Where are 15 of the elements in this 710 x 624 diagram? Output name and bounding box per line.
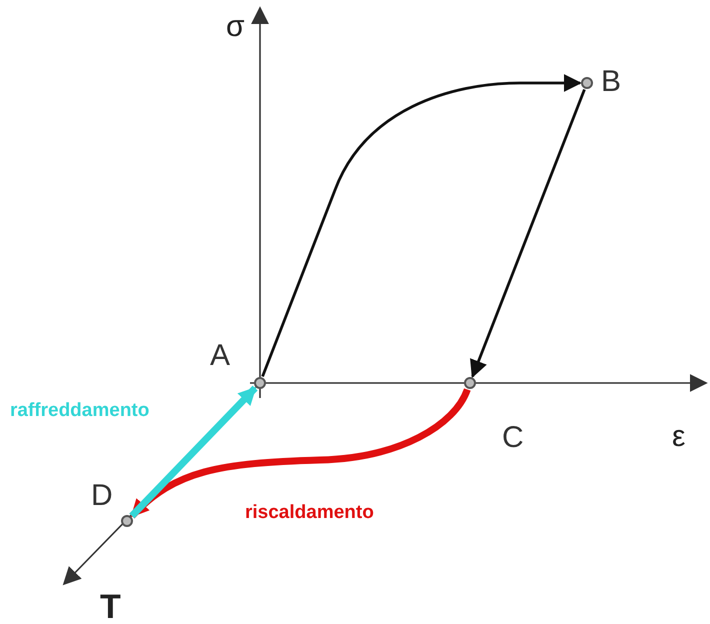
point-label: A — [210, 341, 230, 371]
arrow — [129, 388, 471, 519]
point-marker — [254, 377, 266, 389]
arrow — [470, 89, 586, 378]
arrow — [261, 74, 582, 377]
point-marker — [121, 515, 133, 527]
point-label: B — [601, 67, 622, 97]
arrow — [129, 386, 258, 518]
point-marker — [464, 377, 476, 389]
point-label: D — [91, 481, 113, 511]
point-label: C — [502, 423, 524, 453]
stress-axis-label: σ — [226, 12, 245, 42]
point-marker — [581, 77, 593, 89]
strain-axis-label: ε — [672, 422, 686, 452]
temperature-axis-label: T — [100, 590, 121, 624]
